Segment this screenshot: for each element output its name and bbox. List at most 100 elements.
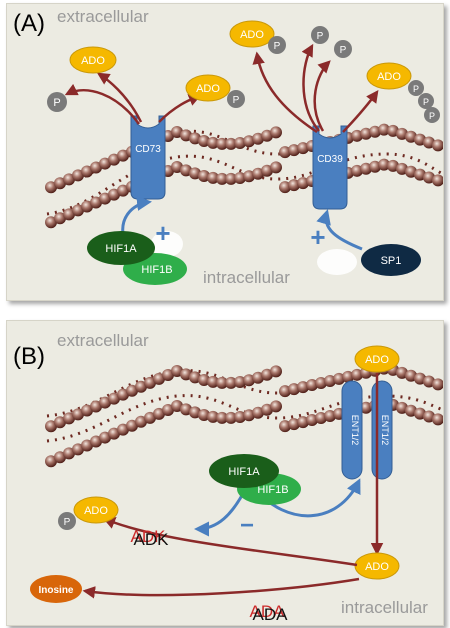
lipid-head [126, 384, 138, 397]
adk-label: ADK [134, 530, 170, 549]
lipid-head [288, 144, 300, 157]
lipid-head [171, 400, 183, 412]
lipid-head [81, 200, 93, 213]
lipid-head [63, 412, 75, 425]
lipid-head [396, 366, 408, 379]
lipid-head [387, 124, 399, 137]
lipid-head [261, 368, 273, 381]
sp1-activation-arrow [316, 209, 363, 251]
lipid-head [171, 365, 183, 377]
svg-text:ADO: ADO [196, 83, 220, 95]
lipid-head [261, 403, 273, 416]
svg-text:ADO: ADO [365, 561, 389, 573]
lipid-head [243, 409, 255, 422]
panel-a-intracellular-label: intracellular [203, 268, 290, 287]
lipid-head [297, 142, 309, 155]
lipid-head [135, 415, 147, 428]
lipid-head [162, 368, 174, 381]
lipid-head [54, 177, 66, 190]
inosine-molecule: Inosine [30, 575, 82, 603]
svg-text:P: P [423, 97, 429, 107]
cd73-to-phosphate-arrow [64, 83, 141, 125]
glow-spot [151, 231, 183, 257]
lipid-head [72, 443, 84, 456]
ado-molecule: ADO [185, 74, 231, 102]
lipid-head [144, 376, 156, 389]
lipid-head [432, 378, 443, 391]
lipid-head [180, 164, 192, 177]
panel-b: (B) extracellular intracellular ENT1/2 E… [6, 320, 444, 626]
hif1a-factor-b: HIF1A [209, 454, 279, 488]
lipid-head [432, 413, 443, 426]
lipid-head [45, 216, 57, 229]
lipid-head [360, 127, 372, 140]
cd39-to-phosphate1-arrow [301, 43, 320, 132]
lipid-head [45, 455, 57, 468]
lipid-head [207, 171, 219, 184]
lipid-head [324, 374, 336, 387]
lipid-head [396, 162, 408, 175]
lipid-head [72, 408, 84, 421]
ada-label: ADA [253, 605, 289, 624]
lipid-head [81, 165, 93, 178]
minus-sign: − [240, 512, 254, 539]
svg-text:HIF1B: HIF1B [257, 484, 288, 496]
svg-text:P: P [413, 84, 419, 94]
lipid-head [90, 400, 102, 413]
cd39-protein: CD39 [312, 125, 348, 210]
lipid-head [90, 161, 102, 174]
panel-b-membrane [45, 362, 443, 468]
lipid-head [99, 431, 111, 444]
phosphate-molecule: P [268, 36, 286, 54]
cd39-label: CD39 [317, 154, 343, 165]
lipid-head [189, 167, 201, 180]
lipid-head [252, 167, 264, 180]
lipid-head [270, 365, 282, 378]
phosphate-molecule: P [311, 26, 329, 44]
lipid-head [306, 379, 318, 392]
lipid-head [180, 368, 192, 381]
lipid-head [252, 132, 264, 145]
phosphate-molecule: P [47, 92, 67, 112]
lipid-head [81, 439, 93, 452]
adk-label-shadow: ADK [131, 527, 167, 546]
lipid-head [54, 451, 66, 464]
svg-text:ADO: ADO [377, 71, 401, 83]
lipid-head [126, 419, 138, 432]
lipid-head [216, 411, 228, 424]
lipid-head [288, 418, 300, 431]
svg-text:ADO: ADO [240, 29, 264, 41]
ent-transporter-2: ENT1/2 [371, 380, 393, 480]
lipid-head [144, 411, 156, 424]
svg-text:ADO: ADO [84, 505, 108, 517]
lipid-head [54, 416, 66, 429]
panel-a-extracellular-label: extracellular [57, 7, 149, 26]
panel-b-intracellular-label: intracellular [341, 598, 428, 617]
phosphate-molecule: P [334, 40, 352, 58]
sp1-factor: SP1 [361, 244, 421, 276]
svg-text:SP1: SP1 [381, 255, 402, 267]
phosphate-molecule: P [424, 107, 440, 123]
lipid-head [297, 177, 309, 190]
lipid-head [369, 160, 381, 173]
lipid-head [432, 174, 443, 187]
lipid-head [225, 411, 237, 424]
svg-text:P: P [53, 97, 60, 109]
lipid-head [207, 136, 219, 149]
lipid-head [171, 126, 183, 138]
lipid-head [342, 370, 354, 383]
lipid-head [81, 404, 93, 417]
lipid-head [414, 133, 426, 146]
lipid-head [63, 173, 75, 186]
lipid-head [189, 132, 201, 145]
lipid-head [99, 396, 111, 409]
panel-a: (A) extracellular intracellular CD [6, 3, 444, 301]
lipid-head [414, 407, 426, 420]
lipid-head [423, 136, 435, 149]
cd39-to-ado2-arrow [342, 89, 379, 133]
svg-text:HIF1A: HIF1A [228, 466, 260, 478]
ado-phosphorylated: P ADO [58, 496, 119, 530]
lipid-head [117, 184, 129, 197]
lipid-head [360, 401, 372, 414]
lipid-head [198, 409, 210, 422]
